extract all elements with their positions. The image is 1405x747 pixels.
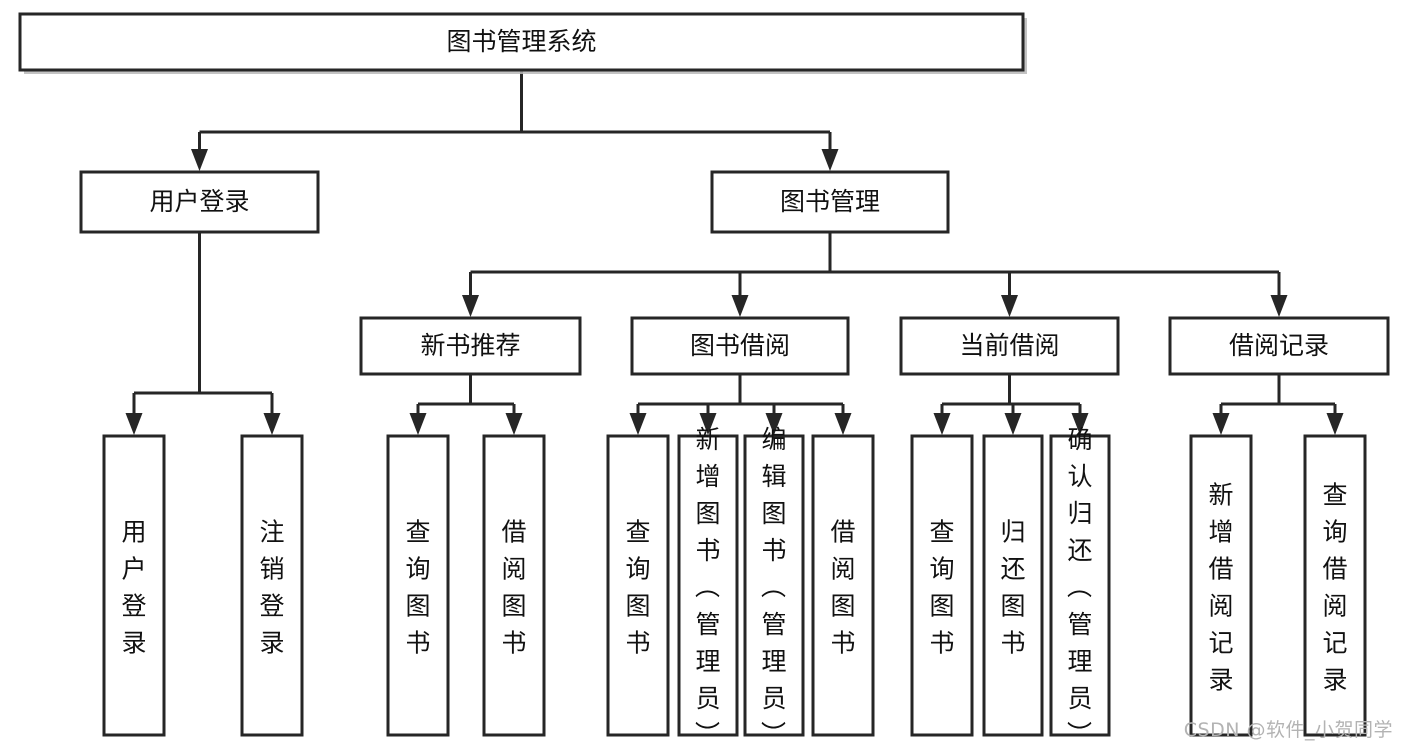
node-label-l-rquery: 查询借阅记录 xyxy=(1322,480,1347,694)
nodes-layer: 图书管理系统用户登录图书管理新书推荐图书借阅当前借阅借阅记录用户登录注销登录查询… xyxy=(18,12,1390,747)
node-box-l-bq[interactable] xyxy=(606,434,670,737)
node-label-l-badd: 新增图书（管理员） xyxy=(695,425,721,747)
node-label-l-login: 用户登录 xyxy=(121,517,146,657)
edges-layer xyxy=(125,70,1344,435)
arrowhead-record xyxy=(1270,295,1288,317)
node-l-cconfirm[interactable]: 确认归还（管理员） xyxy=(1049,425,1111,747)
node-box-l-cconfirm[interactable] xyxy=(1049,434,1111,737)
node-box-l-radd[interactable] xyxy=(1189,434,1253,737)
arrowhead-l-badd xyxy=(699,413,717,435)
node-box-l-nb-query[interactable] xyxy=(386,434,450,737)
node-l-radd[interactable]: 新增借阅记录 xyxy=(1189,434,1253,737)
node-label-l-nb-borrow: 借阅图书 xyxy=(501,517,526,657)
arrowhead-login xyxy=(191,149,208,171)
node-label-current: 当前借阅 xyxy=(959,331,1059,360)
node-box-l-creturn[interactable] xyxy=(982,434,1044,737)
node-l-login[interactable]: 用户登录 xyxy=(102,434,166,737)
node-l-bborrow[interactable]: 借阅图书 xyxy=(811,434,875,737)
node-box-l-badd[interactable] xyxy=(677,434,739,737)
node-l-badd[interactable]: 新增图书（管理员） xyxy=(677,425,739,747)
node-newbook[interactable]: 新书推荐 xyxy=(359,316,582,376)
node-box-l-bedit[interactable] xyxy=(743,434,805,737)
arrowhead-l-creturn xyxy=(1004,413,1022,435)
node-label-record: 借阅记录 xyxy=(1229,331,1329,360)
node-box-record[interactable] xyxy=(1168,316,1390,376)
node-l-bq[interactable]: 查询图书 xyxy=(606,434,670,737)
node-box-root[interactable] xyxy=(18,12,1025,72)
arrowhead-l-nb-borrow xyxy=(505,413,523,435)
arrowhead-l-logout xyxy=(263,413,281,435)
node-login[interactable]: 用户登录 xyxy=(79,170,320,234)
node-label-l-bedit: 编辑图书（管理员） xyxy=(761,425,787,747)
node-box-newbook[interactable] xyxy=(359,316,582,376)
node-box-login[interactable] xyxy=(79,170,320,234)
arrowhead-l-nb-query xyxy=(409,413,427,435)
node-box-bookmgr[interactable] xyxy=(710,170,950,234)
node-label-borrow: 图书借阅 xyxy=(690,331,790,360)
arrowhead-l-bborrow xyxy=(834,413,852,435)
arrowhead-bookmgr xyxy=(821,149,839,171)
node-l-rquery[interactable]: 查询借阅记录 xyxy=(1303,434,1367,737)
node-label-l-bborrow: 借阅图书 xyxy=(830,517,855,657)
node-record[interactable]: 借阅记录 xyxy=(1168,316,1390,376)
node-box-l-rquery[interactable] xyxy=(1303,434,1367,737)
node-label-l-cq: 查询图书 xyxy=(929,517,954,657)
node-l-creturn[interactable]: 归还图书 xyxy=(982,434,1044,737)
node-label-bookmgr: 图书管理 xyxy=(780,187,880,216)
node-label-l-radd: 新增借阅记录 xyxy=(1208,480,1233,694)
node-borrow[interactable]: 图书借阅 xyxy=(630,316,850,376)
arrowhead-borrow xyxy=(731,295,749,317)
node-label-newbook: 新书推荐 xyxy=(420,331,520,360)
node-label-l-logout: 注销登录 xyxy=(259,517,284,657)
node-box-borrow[interactable] xyxy=(630,316,850,376)
node-l-logout[interactable]: 注销登录 xyxy=(240,434,304,737)
node-label-root: 图书管理系统 xyxy=(446,27,596,56)
node-l-cq[interactable]: 查询图书 xyxy=(910,434,974,737)
arrowhead-l-login xyxy=(125,413,143,435)
node-root[interactable]: 图书管理系统 xyxy=(18,12,1027,74)
arrowhead-l-radd xyxy=(1212,413,1230,435)
arrowhead-l-cconfirm xyxy=(1071,413,1089,435)
node-box-l-bborrow[interactable] xyxy=(811,434,875,737)
arrowhead-l-bedit xyxy=(765,413,783,435)
arrowhead-current xyxy=(1001,295,1018,317)
node-label-login: 用户登录 xyxy=(149,187,249,216)
arrowhead-l-rquery xyxy=(1326,413,1344,435)
node-box-l-login[interactable] xyxy=(102,434,166,737)
node-l-bedit[interactable]: 编辑图书（管理员） xyxy=(743,425,805,747)
node-label-l-creturn: 归还图书 xyxy=(1000,517,1025,657)
node-current[interactable]: 当前借阅 xyxy=(899,316,1120,376)
node-label-l-nb-query: 查询图书 xyxy=(405,517,430,657)
arrowhead-l-bq xyxy=(629,413,647,435)
node-box-l-nb-borrow[interactable] xyxy=(482,434,546,737)
node-box-current[interactable] xyxy=(899,316,1120,376)
node-l-nb-query[interactable]: 查询图书 xyxy=(386,434,450,737)
node-box-l-logout[interactable] xyxy=(240,434,304,737)
arrowhead-l-cq xyxy=(933,413,951,435)
node-bookmgr[interactable]: 图书管理 xyxy=(710,170,950,234)
arrowhead-newbook xyxy=(462,295,479,317)
node-box-l-cq[interactable] xyxy=(910,434,974,737)
node-label-l-cconfirm: 确认归还（管理员） xyxy=(1067,425,1093,747)
node-label-l-bq: 查询图书 xyxy=(625,517,650,657)
node-l-nb-borrow[interactable]: 借阅图书 xyxy=(482,434,546,737)
